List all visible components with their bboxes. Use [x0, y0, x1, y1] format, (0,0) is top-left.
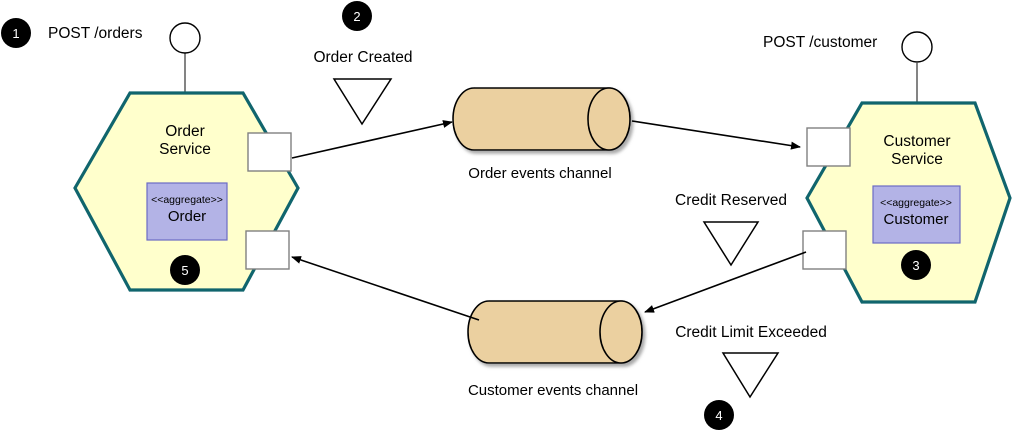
badge-2: 2	[342, 1, 372, 31]
order-aggregate[interactable]: <<aggregate>> Order	[146, 182, 228, 241]
badge-4-circle	[704, 400, 734, 430]
post-customer-interface-circle[interactable]	[901, 31, 933, 63]
customer-aggregate[interactable]: <<aggregate>> Customer	[872, 185, 961, 244]
badge-5: 5	[170, 255, 200, 285]
credit-reserved-label: Credit Reserved	[675, 192, 787, 209]
badge-1-circle	[1, 18, 31, 48]
arrow-order-to-order-channel	[291, 120, 453, 159]
badge-4: 4	[704, 400, 734, 430]
customer-events-channel-node[interactable]	[467, 300, 643, 364]
credit-reserved-event-triangle	[702, 221, 760, 267]
order-service-title-line2: Service	[159, 141, 211, 158]
badge-3-circle	[901, 250, 931, 280]
customer-aggregate-stereotype: <<aggregate>>	[880, 197, 952, 209]
customer-aggregate-name: Customer	[883, 211, 948, 228]
arrow-customer-to-customer-channel	[644, 251, 807, 313]
badge-3-label: 3	[912, 258, 919, 273]
order-service-inbound-port[interactable]	[245, 230, 290, 270]
badge-2-circle	[342, 1, 372, 31]
arrow-customer-channel-to-order	[291, 256, 480, 321]
post-orders-label: POST /orders	[48, 25, 143, 42]
order-created-label: Order Created	[313, 49, 412, 66]
badge-1: 1	[1, 18, 31, 48]
order-aggregate-name: Order	[168, 208, 206, 225]
order-events-channel-label: Order events channel	[468, 165, 611, 182]
order-service-title-line1: Order	[165, 123, 205, 140]
badge-5-label: 5	[181, 263, 188, 278]
credit-limit-exceeded-event-triangle	[721, 352, 780, 399]
order-service-node[interactable]: Order Service <<aggregate>> Order 5	[73, 91, 300, 292]
customer-events-channel-label: Customer events channel	[468, 382, 638, 399]
order-aggregate-box	[146, 182, 228, 241]
customer-events-channel-cap	[599, 300, 643, 364]
order-aggregate-stereotype: <<aggregate>>	[151, 194, 223, 206]
customer-service-outbound-port[interactable]	[802, 230, 847, 270]
badge-3: 3	[901, 250, 931, 280]
credit-limit-exceeded-label: Credit Limit Exceeded	[675, 324, 827, 341]
badge-4-label: 4	[715, 408, 722, 423]
arrow-order-channel-to-customer	[631, 120, 801, 150]
order-created-event-triangle	[332, 78, 393, 126]
post-customer-label: POST /customer	[763, 34, 877, 51]
customer-service-title-line1: Customer	[883, 133, 950, 150]
badge-5-circle	[170, 255, 200, 285]
customer-service-inbound-port[interactable]	[806, 127, 851, 167]
order-events-channel-cap	[587, 87, 631, 151]
badge-2-label: 2	[353, 9, 360, 24]
post-orders-interface-circle[interactable]	[169, 22, 201, 54]
customer-aggregate-box	[872, 185, 961, 244]
customer-service-node[interactable]: Customer Service <<aggregate>> Customer …	[805, 101, 1012, 304]
order-service-outbound-port[interactable]	[247, 132, 292, 172]
order-events-channel-node[interactable]	[452, 87, 631, 151]
customer-service-title-line2: Service	[891, 151, 943, 168]
badge-1-label: 1	[12, 26, 19, 41]
